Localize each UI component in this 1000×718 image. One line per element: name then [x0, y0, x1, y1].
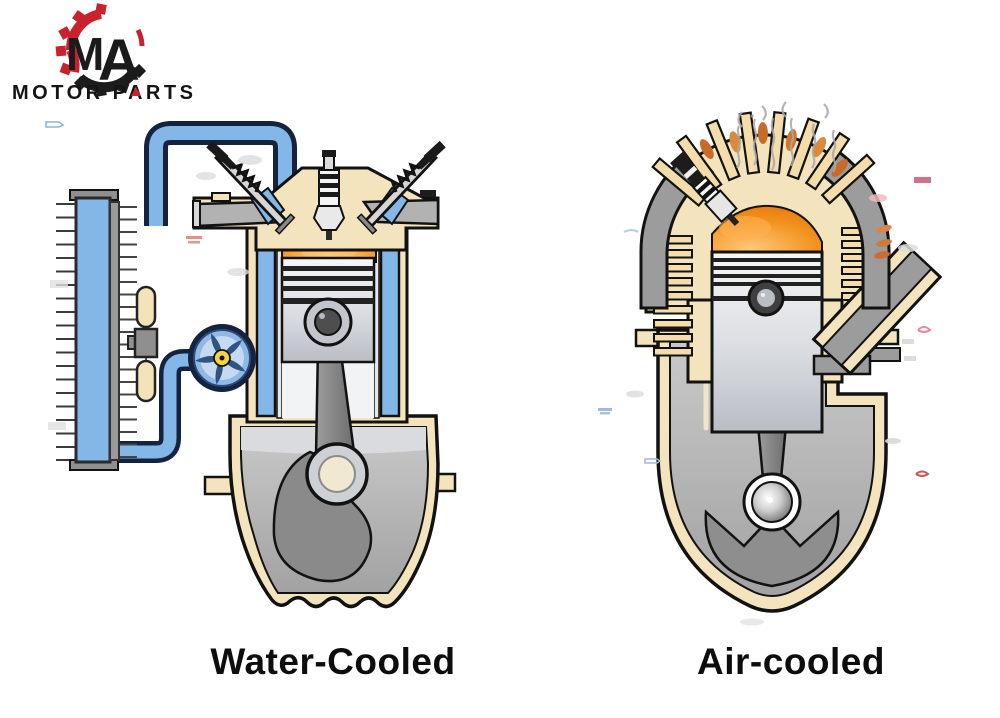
piston	[280, 256, 376, 364]
intake-valve	[206, 140, 296, 235]
water-cooled-engine	[56, 121, 457, 609]
svg-text:M: M	[66, 28, 104, 80]
water-pump	[188, 324, 256, 392]
faint-artifacts	[45, 121, 932, 626]
crank-counterweight	[704, 509, 840, 588]
crank-train	[704, 412, 840, 588]
crank-train	[272, 344, 373, 583]
water-jacket-right	[379, 232, 401, 418]
water-jacket-left	[255, 232, 277, 418]
brand-wordmark: MOTOR PARTS	[12, 82, 196, 104]
spark-plug	[312, 150, 346, 240]
heat-waves	[736, 101, 837, 173]
radiator-tank	[74, 196, 112, 464]
crank-counterweight	[272, 450, 373, 583]
exhaust-valve	[356, 140, 446, 235]
spark-plug	[670, 151, 740, 227]
cooling-fan	[127, 285, 159, 403]
air-cooled-engine	[634, 101, 943, 613]
radiator-fins-left	[56, 203, 77, 461]
cooling-fins-left	[653, 235, 693, 357]
brand-logo: M A MOTOR PARTS	[12, 3, 196, 104]
caption-water-cooled: Water-Cooled	[210, 641, 456, 682]
piston	[710, 250, 824, 434]
brand-red-triangle	[131, 87, 141, 96]
dome-top-fins	[651, 110, 876, 208]
valve-spring	[390, 162, 421, 193]
valve-spring	[231, 162, 262, 193]
caption-air-cooled: Air-cooled	[697, 641, 885, 682]
radiator	[56, 189, 137, 471]
svg-text:A: A	[98, 28, 140, 93]
